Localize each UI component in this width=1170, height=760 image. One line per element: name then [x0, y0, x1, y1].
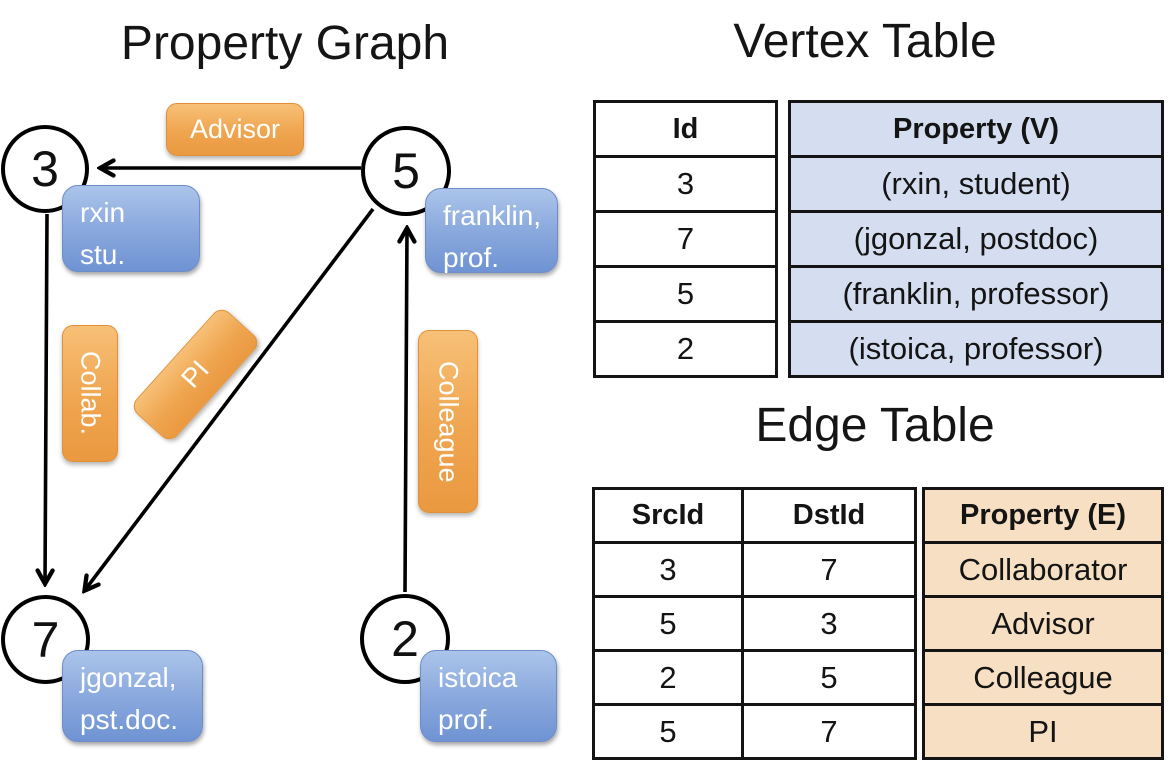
edge-dstid-cell: 5: [741, 649, 917, 706]
vertex-id-header: Id: [593, 100, 778, 158]
edge-pi-5-to-7: [85, 207, 375, 590]
edge-label-collab: Collab.: [62, 325, 118, 462]
vertex-table-title: Vertex Table: [733, 15, 997, 68]
vertex-property-cell: (jgonzal, postdoc): [788, 210, 1164, 268]
edge-srcid-cell: 2: [592, 649, 744, 706]
node-5-property-box: franklin, prof.: [425, 188, 558, 273]
graph-node-2: 2: [360, 594, 450, 684]
edge-property-cell: PI: [922, 703, 1164, 760]
edge-table-id-columns: SrcId DstId 3 7 5 3 2 5 5 7: [592, 487, 917, 760]
node-7-property-line1: jgonzal,: [80, 662, 177, 693]
edge-dstid-header: DstId: [741, 487, 917, 544]
node-2-property-box: istoica prof.: [420, 650, 557, 742]
collab-label-text: Collab.: [75, 351, 106, 436]
edge-dstid-cell: 3: [741, 595, 917, 652]
graph-edges-layer: [0, 0, 585, 760]
edge-table-property-column: Property (E) Collaborator Advisor Collea…: [922, 487, 1164, 760]
edge-property-cell: Colleague: [922, 649, 1164, 706]
edge-srcid-cell: 5: [592, 703, 744, 760]
vertex-id-cell: 2: [593, 320, 778, 378]
node-3-property-line2: stu.: [80, 239, 126, 270]
vertex-property-cell: (istoica, professor): [788, 320, 1164, 378]
vertex-table-id-column: Id 3 7 5 2: [593, 100, 778, 378]
property-graph-title: Property Graph: [120, 17, 450, 70]
node-5-id: 5: [392, 143, 420, 199]
colleague-label-text: Colleague: [433, 360, 464, 483]
edge-srcid-cell: 3: [592, 541, 744, 598]
vertex-id-cell: 7: [593, 210, 778, 268]
vertex-property-header: Property (V): [788, 100, 1164, 158]
vertex-property-cell: (rxin, student): [788, 155, 1164, 213]
edge-property-cell: Collaborator: [922, 541, 1164, 598]
advisor-label-text: Advisor: [189, 114, 281, 144]
edge-collab-3-to-7: [45, 213, 47, 583]
edge-dstid-cell: 7: [741, 541, 917, 598]
graph-node-5: 5: [361, 126, 451, 216]
edge-label-colleague: Colleague: [418, 330, 478, 513]
edge-srcid-cell: 5: [592, 595, 744, 652]
edge-srcid-header: SrcId: [592, 487, 744, 544]
node-3-property-line1: rxin: [80, 197, 126, 228]
edge-label-advisor: Advisor: [166, 103, 304, 156]
vertex-property-cell: (franklin, professor): [788, 265, 1164, 323]
node-5-property-line2: prof.: [443, 242, 500, 273]
vertex-id-cell: 3: [593, 155, 778, 213]
node-2-property-line2: prof.: [438, 704, 495, 735]
node-2-id: 2: [391, 611, 419, 667]
edge-colleague-2-to-5: [405, 229, 407, 593]
node-2-property-line1: istoica: [438, 662, 518, 693]
node-3-property-box: rxin stu.: [62, 185, 200, 272]
vertex-id-cell: 5: [593, 265, 778, 323]
edge-property-header: Property (E): [922, 487, 1164, 544]
node-5-property-line1: franklin,: [443, 200, 542, 231]
edge-property-cell: Advisor: [922, 595, 1164, 652]
vertex-table-property-column: Property (V) (rxin, student) (jgonzal, p…: [788, 100, 1164, 378]
node-7-id: 7: [31, 611, 60, 668]
edge-dstid-cell: 7: [741, 703, 917, 760]
node-7-property-line2: pst.doc.: [80, 704, 179, 735]
pi-label-text: PI: [175, 354, 215, 394]
node-3-id: 3: [31, 141, 59, 197]
node-7-property-box: jgonzal, pst.doc.: [62, 650, 203, 742]
edge-table-title: Edge Table: [755, 399, 995, 452]
